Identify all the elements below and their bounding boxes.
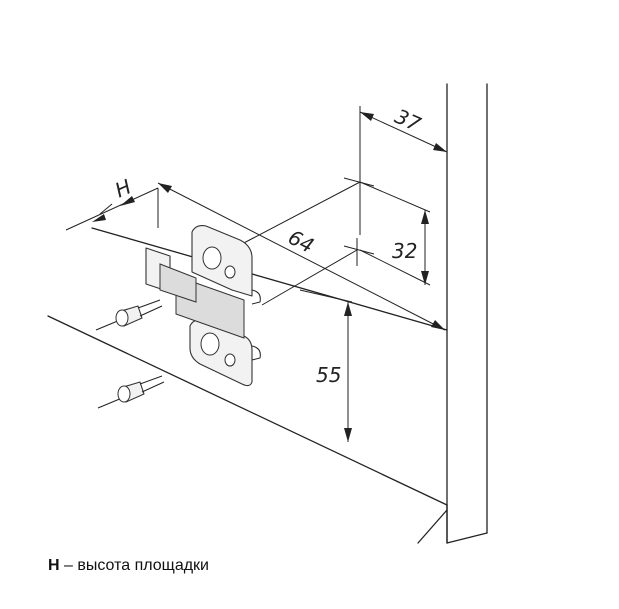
dimension-h: H bbox=[65, 174, 159, 231]
caption: H – высота площадки bbox=[48, 557, 209, 575]
screw-upper bbox=[95, 299, 163, 331]
hinge-mounting-plate bbox=[145, 225, 261, 387]
panel-edges bbox=[47, 227, 448, 544]
dimension-55: 55 bbox=[299, 289, 353, 442]
dimension-32: 32 bbox=[359, 181, 431, 286]
dimension-37: 37 bbox=[359, 104, 448, 235]
dimension-64-label: 64 bbox=[284, 225, 318, 258]
hinge-mounting-diagram: 37 32 64 55 H bbox=[47, 83, 488, 544]
dimension-37-label: 37 bbox=[391, 104, 424, 136]
dimension-55-label: 55 bbox=[316, 363, 341, 387]
caption-term: H bbox=[48, 557, 60, 574]
dimension-32-label: 32 bbox=[392, 239, 417, 263]
caption-text: – высота площадки bbox=[64, 557, 209, 574]
screw-lower bbox=[97, 375, 165, 409]
cabinet-side-panel bbox=[446, 83, 488, 544]
